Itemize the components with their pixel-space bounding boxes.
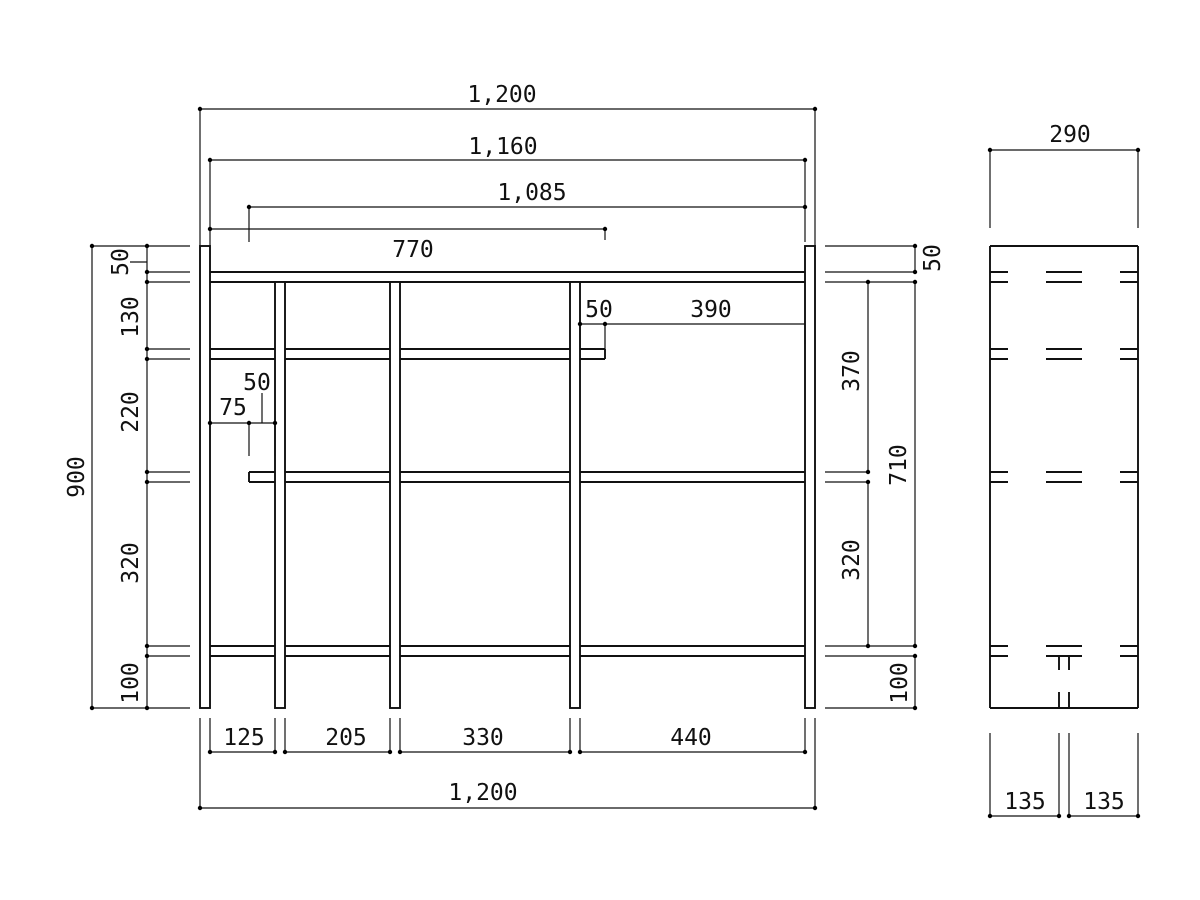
dim-inner-width: 1,160 bbox=[468, 134, 537, 160]
dim-bay-width-2: 205 bbox=[325, 725, 367, 751]
uprights bbox=[199, 245, 816, 709]
dim-side-depth: 290 bbox=[1049, 122, 1091, 148]
dim-left-height-2: 130 bbox=[118, 296, 144, 338]
dim-right-height-3: 320 bbox=[839, 539, 865, 581]
left-dimensions bbox=[89, 243, 190, 711]
dim-left-height-1: 50 bbox=[108, 248, 134, 276]
front-view bbox=[199, 245, 816, 709]
dim-detail-390: 390 bbox=[690, 297, 732, 323]
dim-side-half-depth-1: 135 bbox=[1004, 789, 1046, 815]
dim-left-height-3: 220 bbox=[118, 391, 144, 433]
right-dimensions bbox=[825, 243, 918, 711]
bottom-dimensions bbox=[197, 718, 818, 811]
dim-overall-height: 900 bbox=[64, 456, 90, 498]
side-shelf-marks bbox=[990, 271, 1138, 657]
dim-overall-width-bottom: 1,200 bbox=[448, 780, 517, 806]
dim-right-total-height: 710 bbox=[886, 444, 912, 486]
dimension-labels: 1,200 1,160 1,085 770 900 50 130 220 320… bbox=[64, 82, 1125, 815]
dim-detail-50-right: 50 bbox=[585, 297, 613, 323]
shelf-boards bbox=[210, 271, 805, 657]
top-dimensions bbox=[197, 106, 818, 246]
dim-bay-width-3: 330 bbox=[462, 725, 504, 751]
dim-left-height-5: 100 bbox=[118, 662, 144, 704]
dim-right-height-4: 100 bbox=[887, 662, 913, 704]
dim-left-height-4: 320 bbox=[118, 542, 144, 584]
dim-detail-75: 75 bbox=[219, 395, 247, 421]
side-view bbox=[987, 147, 1141, 819]
dim-side-half-depth-2: 135 bbox=[1083, 789, 1125, 815]
dim-width-1085: 1,085 bbox=[497, 180, 566, 206]
dim-bay-width-4: 440 bbox=[670, 725, 712, 751]
dim-right-height-1: 50 bbox=[920, 244, 946, 272]
dim-detail-50-left: 50 bbox=[243, 370, 271, 396]
dim-overall-width-top: 1,200 bbox=[467, 82, 536, 108]
side-center-post bbox=[1058, 656, 1070, 708]
detail-dimensions bbox=[207, 321, 806, 456]
dim-right-height-2: 370 bbox=[839, 350, 865, 392]
dim-width-770: 770 bbox=[392, 237, 434, 263]
dim-bay-width-1: 125 bbox=[223, 725, 265, 751]
